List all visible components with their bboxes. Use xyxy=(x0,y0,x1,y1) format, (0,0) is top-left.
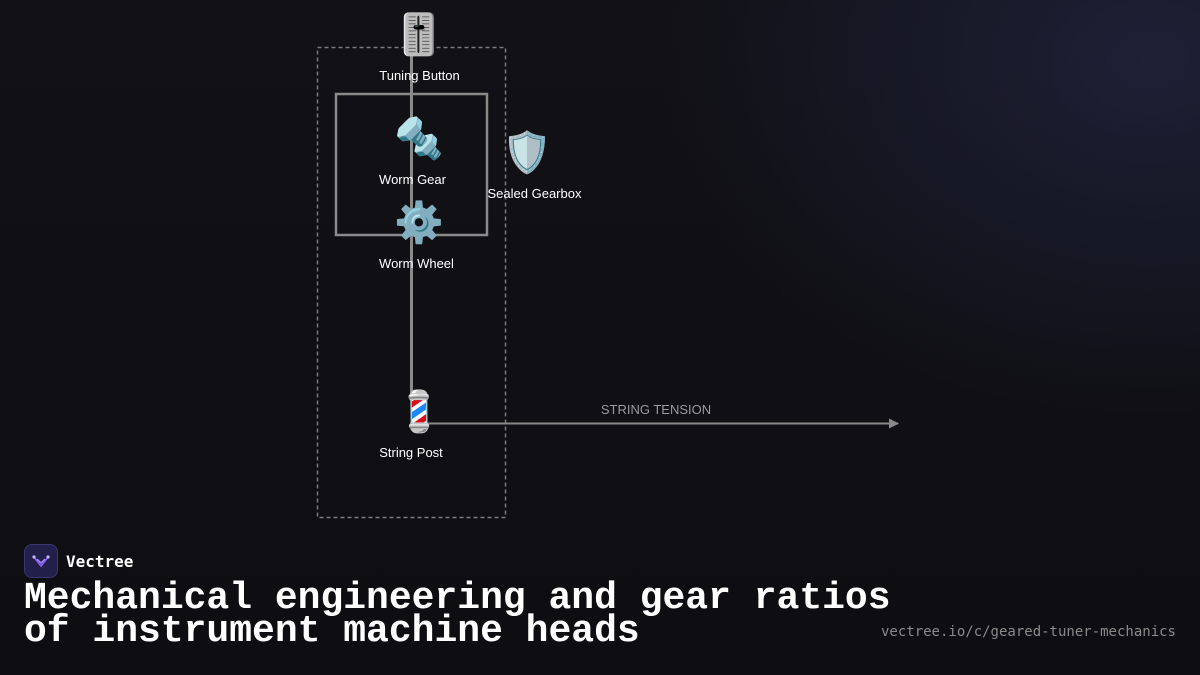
string-post-icon: 💈 xyxy=(394,388,444,435)
headline: Mechanical engineering and gear ratios o… xyxy=(24,577,891,653)
sealed-gearbox-icon: 🛡️ xyxy=(502,129,552,176)
sealed-gearbox-label: Sealed Gearbox xyxy=(488,186,582,201)
brand-name: Vectree xyxy=(66,551,134,571)
worm-gear-label: Worm Gear xyxy=(379,172,447,187)
source-url: vectree.io/c/geared-tuner-mechanics xyxy=(880,624,1176,640)
worm-wheel-icon: ⚙️ xyxy=(394,199,444,246)
headline-line-2: of instrument machine heads xyxy=(24,610,640,653)
string-tension-label: STRING TENSION xyxy=(601,402,711,417)
headline-line-1: Mechanical engineering and gear ratios xyxy=(24,577,891,620)
housing-outline xyxy=(316,46,507,519)
brand: Vectree xyxy=(24,544,133,578)
tuning-button-label: Tuning Button xyxy=(379,68,459,83)
gear-box-outline xyxy=(334,92,489,237)
worm-wheel-label: Worm Wheel xyxy=(379,256,454,271)
vectree-logo-icon xyxy=(24,544,58,578)
worm-gear-icon: 🔩 xyxy=(394,115,444,162)
tuning-button-icon: 🎚️ xyxy=(394,11,444,58)
string-post-label: String Post xyxy=(379,445,443,460)
